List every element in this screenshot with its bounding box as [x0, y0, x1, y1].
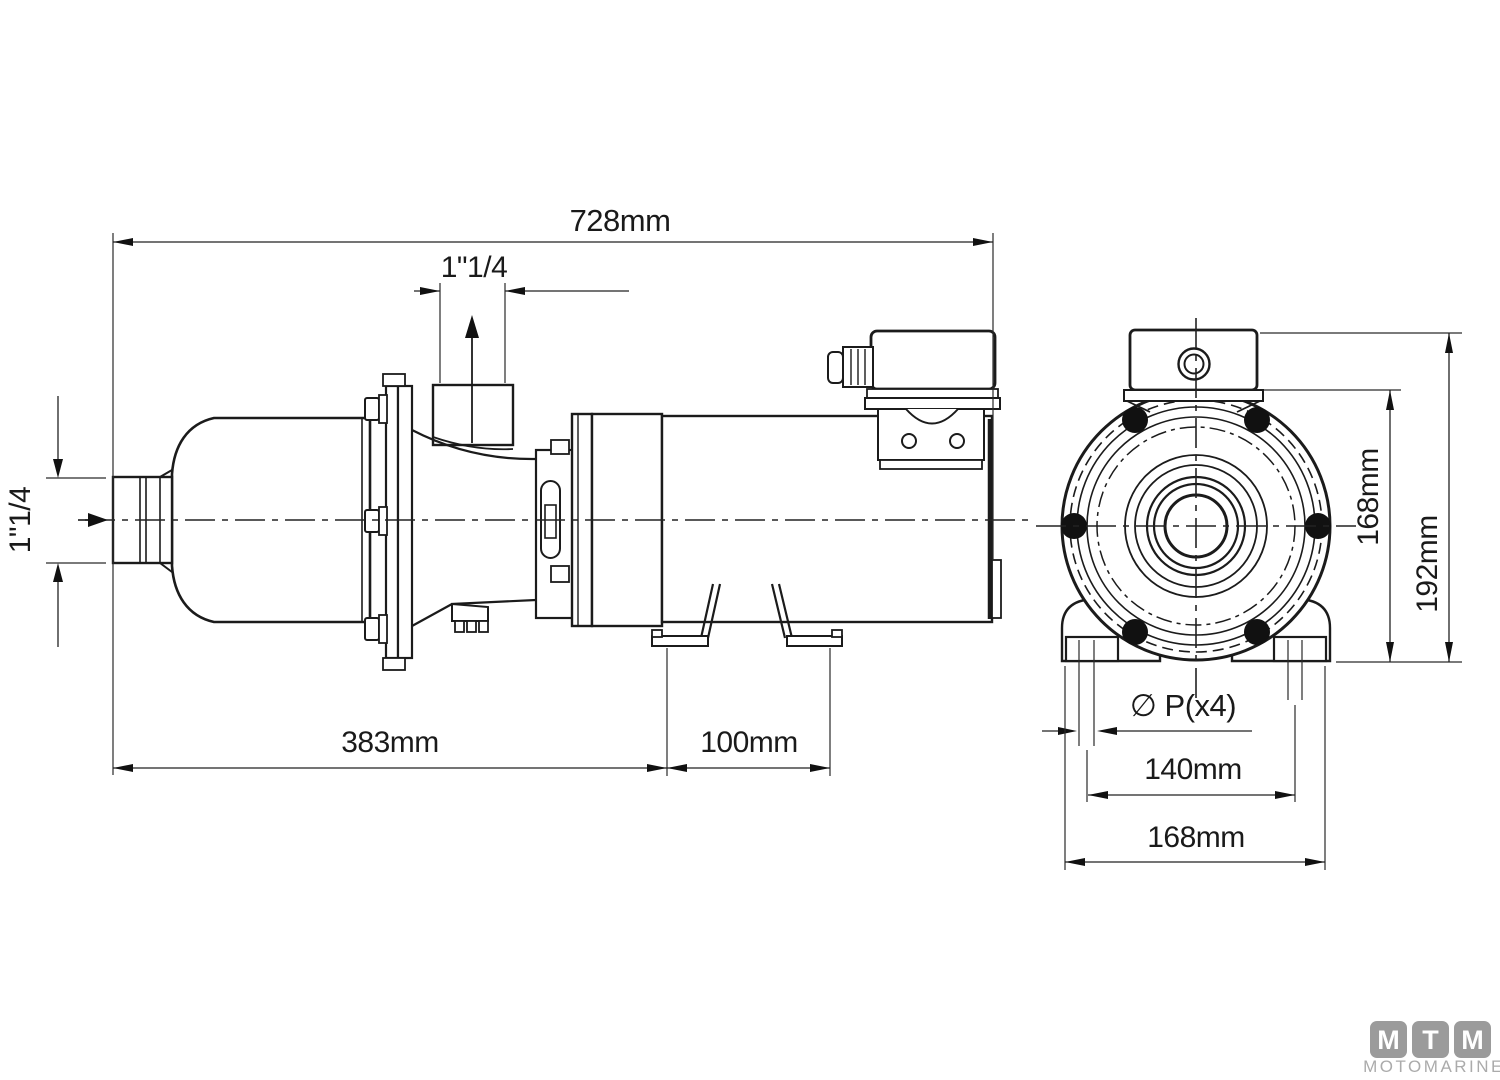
volute-inner-curve: [432, 436, 514, 451]
seal-bracket-slot-inner: [544, 504, 557, 539]
inlet-taper: [159, 469, 173, 573]
bracket-arch: [905, 408, 959, 425]
foot-hole-lines-left: [1078, 640, 1095, 746]
dim-inlet-port: 1"1/4: [4, 487, 37, 554]
dimension-annotations: 728mm 1"1/4 1"1/4 383mm 100mm 168mm: [4, 203, 1462, 870]
dim-overall-length: 728mm: [570, 203, 671, 238]
face-bolts: [1061, 407, 1331, 645]
motor-end-step: [991, 559, 1002, 619]
pump-flange-plate-2: [396, 384, 414, 660]
terminal-box-side: [827, 329, 1001, 470]
foot-hole-lines-right: [1287, 640, 1303, 700]
dim-base-width: 168mm: [1147, 821, 1245, 854]
mtm-logo: M T M MOTOMARINE: [1363, 1021, 1500, 1076]
terminal-box-front: [1123, 328, 1264, 413]
side-view: [85, 329, 1030, 671]
volute-top-curve: [411, 429, 537, 461]
dim-foot-spacing: 100mm: [700, 726, 798, 759]
dim-mounting-hole-note: ∅ P(x4): [1130, 688, 1236, 723]
outlet-port-block: [431, 383, 515, 447]
dim-overall-height: 192mm: [1411, 515, 1444, 613]
front-foot-pads: [1064, 635, 1328, 746]
front-view: [1036, 318, 1356, 746]
drain-boss: [451, 602, 489, 622]
dim-axis-to-box: 168mm: [1352, 448, 1385, 546]
outlet-flow-arrow: [465, 315, 479, 338]
dim-pump-length: 383mm: [341, 726, 439, 759]
motor-feet-side: [651, 583, 843, 647]
seal-bolt-bottom: [550, 565, 570, 583]
dim-outlet-port: 1"1/4: [441, 251, 508, 284]
gland-circle-outer: [1177, 347, 1211, 381]
flange-top-stud: [382, 373, 406, 387]
logo-letter-2: T: [1422, 1025, 1439, 1055]
logo-tile-1: [1370, 1021, 1407, 1058]
logo-tile-2: [1412, 1021, 1449, 1058]
logo-letter-3: M: [1461, 1025, 1484, 1055]
logo-tile-3: [1454, 1021, 1491, 1058]
drain-boss-teeth: [454, 620, 489, 633]
dim-hole-pitch: 140mm: [1144, 753, 1242, 786]
bracket-hole-right: [949, 433, 965, 449]
inlet-flow-arrow: [88, 513, 108, 527]
flange-bottom-stud: [382, 657, 406, 671]
cable-gland-cap: [827, 351, 844, 384]
seal-bolt-top: [550, 439, 570, 455]
logo-wordmark: MOTOMARINE: [1363, 1057, 1500, 1076]
flange-bolts: [364, 394, 388, 644]
gland-circle-inner: [1183, 353, 1205, 375]
bracket-hole-left: [901, 433, 917, 449]
logo-letter-1: M: [1377, 1025, 1400, 1055]
